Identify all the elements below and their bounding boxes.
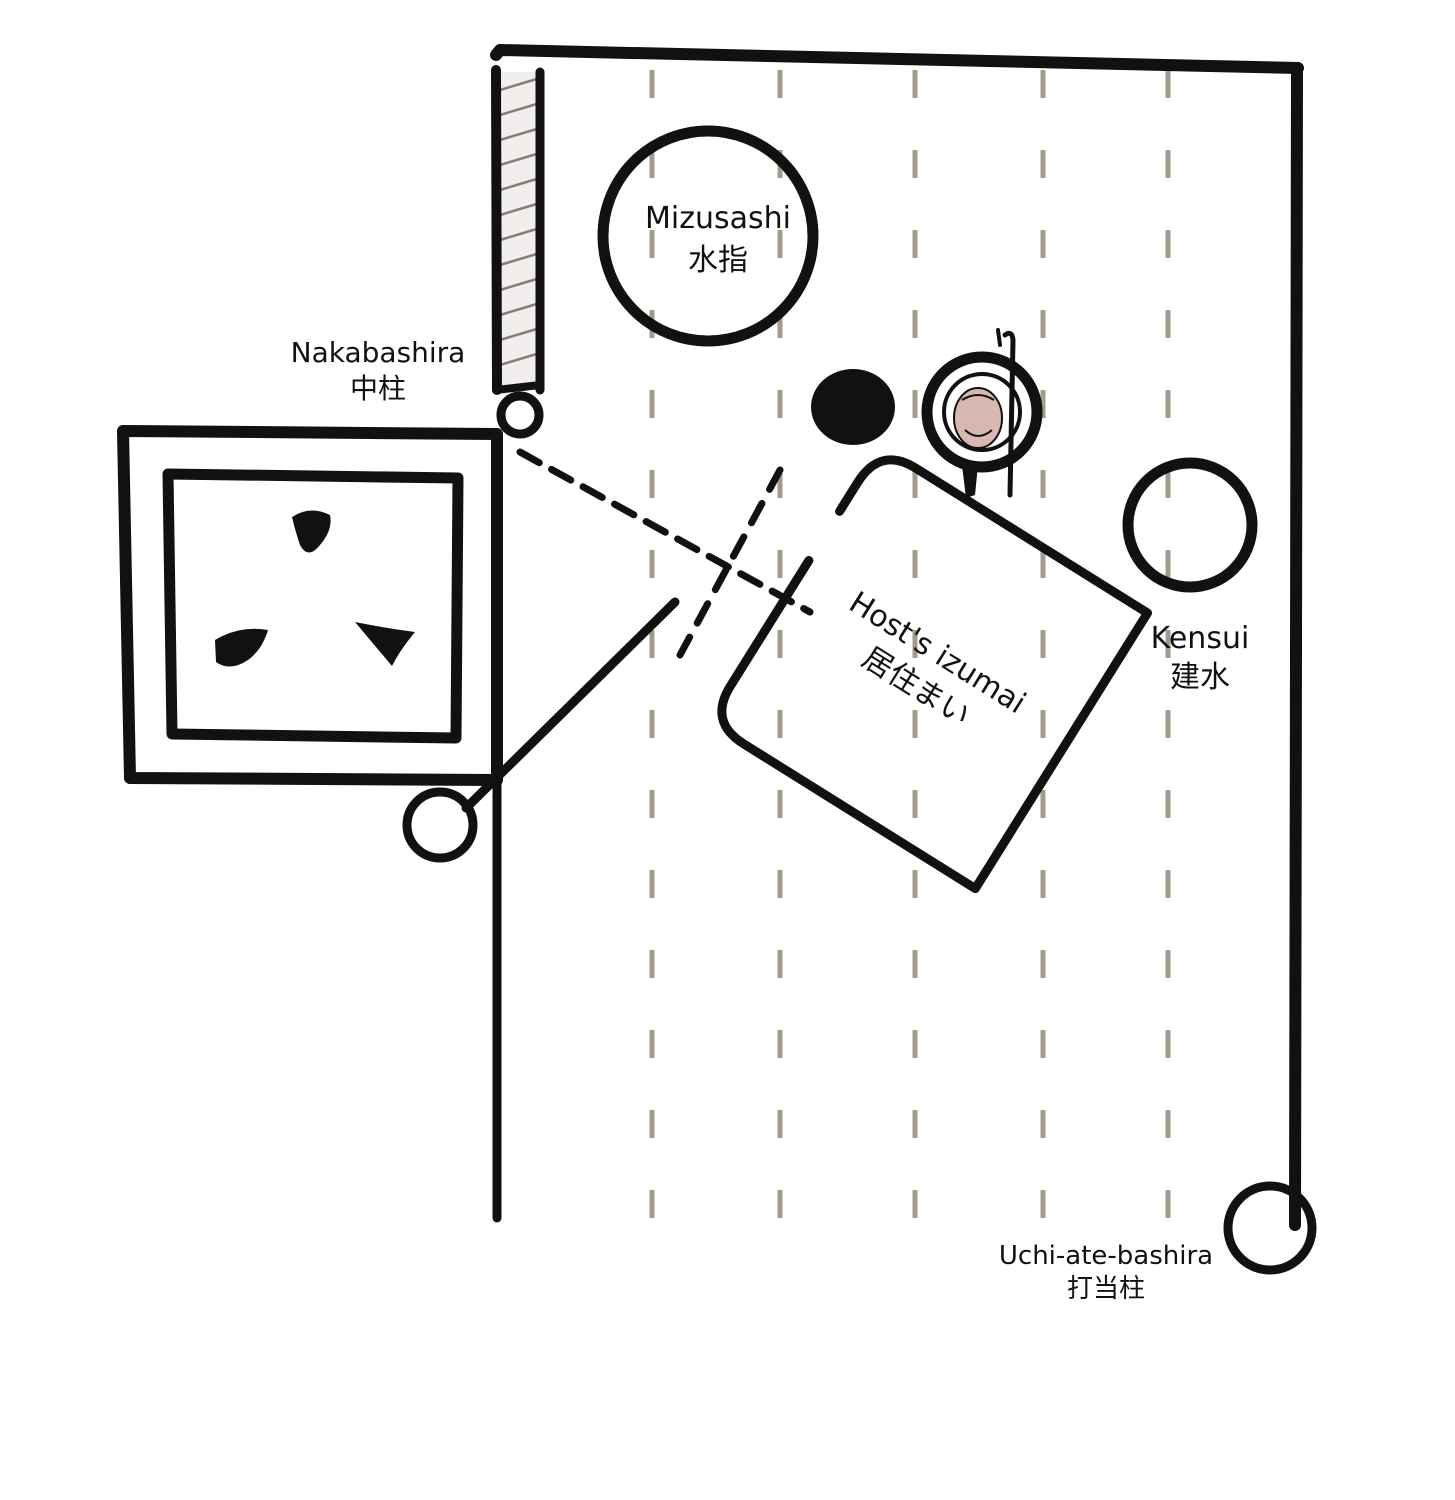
mizusashi-label-en: Mizusashi xyxy=(645,201,791,236)
gotoku-leg-left xyxy=(215,628,268,667)
gotoku-leg-right xyxy=(355,622,415,666)
chawan-tea-bowl xyxy=(921,328,1043,498)
kensui-label-jp: 建水 xyxy=(1170,660,1230,695)
sode-kabe-wall xyxy=(491,65,545,395)
diagonal-handle-line xyxy=(461,597,680,813)
nakabashira-post xyxy=(496,391,544,439)
ro-outer-frame xyxy=(117,425,503,786)
tatami-lines xyxy=(649,70,1171,1230)
chasen-whisk-base xyxy=(962,465,978,498)
host-seat-outline xyxy=(717,455,1153,894)
ro-inner-frame xyxy=(162,468,464,744)
sight-line-nakabashira xyxy=(516,448,814,616)
kensui-vessel xyxy=(1122,457,1258,593)
top-wall xyxy=(490,44,1304,74)
uchi-ate-bashira-label-jp: 打当柱 xyxy=(1067,1274,1145,1304)
mizusashi-vessel xyxy=(597,125,819,347)
sight-line-axis xyxy=(676,466,784,659)
nakabashira-label-en: Nakabashira xyxy=(291,336,466,369)
uchi-ate-bashira-label-en: Uchi-ate-bashira xyxy=(999,1241,1213,1271)
host-izumai: Host's izumai 居住まい xyxy=(717,455,1153,894)
chashaku-scoop xyxy=(1002,330,1016,498)
nakabashira-label-jp: 中柱 xyxy=(350,372,406,405)
gotoku-leg-top xyxy=(292,510,331,553)
ro-hearth xyxy=(117,425,503,786)
right-wall xyxy=(1289,64,1303,1231)
chaire-tea-caddy xyxy=(811,369,895,445)
kensui-label-en: Kensui xyxy=(1151,621,1250,656)
mizusashi-label-jp: 水指 xyxy=(688,243,748,278)
sight-lines xyxy=(516,448,814,659)
uchi-ate-bashira-post xyxy=(1223,1181,1317,1275)
futaoki-circle xyxy=(402,787,478,863)
